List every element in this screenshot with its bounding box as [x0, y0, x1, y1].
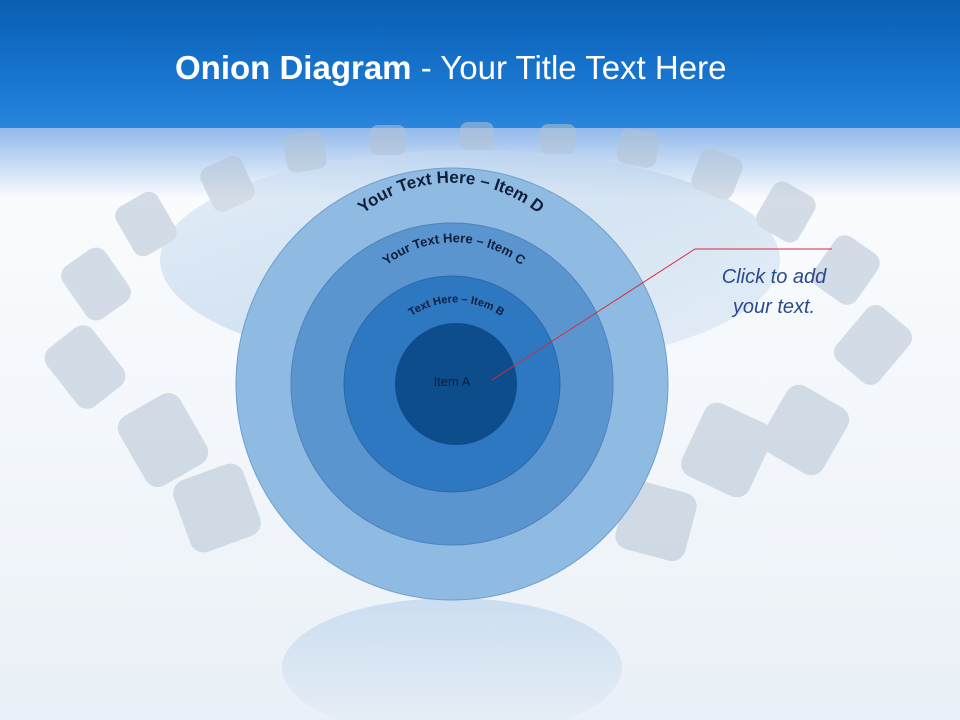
diagram-reflection [282, 598, 622, 720]
slide-title-rest: - Your Title Text Here [411, 49, 727, 86]
slide-title-bold: Onion Diagram [175, 49, 412, 86]
chair-icons [44, 122, 913, 561]
callout-text[interactable]: Click to add your text. [721, 266, 827, 318]
layer-a-label: Item A [434, 374, 471, 389]
callout-leader-line [491, 248, 832, 381]
slide-title[interactable]: Onion Diagram - Your Title Text Here [175, 46, 726, 90]
title-bar [0, 0, 960, 128]
onion-layer-a[interactable] [395, 323, 517, 445]
